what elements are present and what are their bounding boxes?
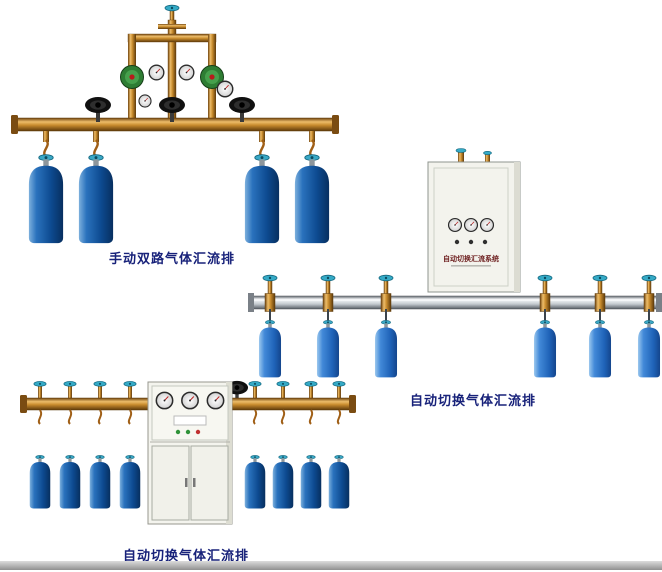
gas-cylinder (374, 320, 398, 378)
pressure-gauge (216, 80, 234, 98)
gas-cylinder (637, 320, 661, 378)
pressure-gauge (138, 94, 152, 108)
cylinder-valve (276, 380, 290, 401)
indicator-light (175, 429, 181, 435)
cylinder-valve (63, 380, 77, 401)
gas-cylinder (300, 454, 322, 510)
indicator-light (482, 239, 488, 245)
gas-cylinder (89, 454, 111, 510)
cylinder-valve (332, 380, 346, 401)
page-edge-strip (0, 561, 662, 570)
gas-cylinder (78, 154, 114, 244)
auto-switch-manifold-drawing: 自动切换汇流系统 (248, 148, 662, 378)
caption-auto-switch-manifold-tall: 自动切换气体汇流排 (122, 548, 249, 563)
cylinder-hoses (37, 409, 342, 425)
gas-cylinder (29, 454, 51, 510)
cabinet-gauge (155, 391, 174, 410)
door-handle (185, 478, 188, 487)
cylinder-valve (262, 274, 278, 297)
cylinder-valve (592, 274, 608, 297)
cabinet-plate (173, 415, 207, 426)
manual-dual-manifold-drawing (11, 4, 339, 244)
auto-switch-manifold-tall-drawing (20, 380, 356, 525)
cylinder-valve (537, 274, 553, 297)
cylinder-valve (123, 380, 137, 401)
cabinet-gauge (479, 217, 495, 233)
pressure-regulator (120, 65, 144, 89)
cabinet-door-right (190, 445, 229, 521)
cabinet-label: 自动切换汇流系统 (443, 254, 499, 263)
indicator-light (195, 429, 201, 435)
gas-cylinder (272, 454, 294, 510)
cylinder-valve (33, 380, 47, 401)
cabinet-door-left (151, 445, 190, 521)
cylinder-valve (641, 274, 657, 297)
gas-cylinder (328, 454, 350, 510)
cylinder-valve (378, 274, 394, 297)
gas-cylinder (533, 320, 557, 378)
pressure-gauge (148, 64, 165, 81)
cylinder-valve (93, 380, 107, 401)
control-cabinet: 自动切换汇流系统 (427, 148, 521, 293)
cabinet-gauge (206, 391, 225, 410)
indicator-light (468, 239, 474, 245)
caption-manual-dual-manifold: 手动双路气体汇流排 (108, 251, 235, 266)
cylinder-valve (304, 380, 318, 401)
gas-cylinder (316, 320, 340, 378)
gas-cylinder (28, 154, 64, 244)
manual-dual-manifold-illustration (10, 4, 340, 250)
door-handle (193, 478, 196, 487)
cylinder-valve (320, 274, 336, 297)
auto-switch-manifold-illustration: 自动切换汇流系统 (248, 148, 662, 388)
top-inlet-assembly (127, 4, 217, 121)
cabinet-gauge (447, 217, 463, 233)
gas-cylinder (244, 454, 266, 510)
gas-cylinder (59, 454, 81, 510)
control-cabinet (147, 381, 233, 525)
pressure-gauge (178, 64, 195, 81)
caption-auto-switch-manifold: 自动切换气体汇流排 (409, 393, 536, 408)
gas-cylinder (119, 454, 141, 510)
gas-cylinder (588, 320, 612, 378)
header-pipe (11, 115, 339, 134)
gas-cylinder (258, 320, 282, 378)
indicator-light (454, 239, 460, 245)
indicator-light (185, 429, 191, 435)
cylinder-valve (248, 380, 262, 401)
auto-switch-manifold-tall-illustration (15, 372, 360, 550)
manifold-pipe (248, 293, 662, 312)
regulator-assembly (120, 64, 234, 120)
cabinet-gauge (463, 217, 479, 233)
cabinet-gauge (181, 391, 199, 410)
